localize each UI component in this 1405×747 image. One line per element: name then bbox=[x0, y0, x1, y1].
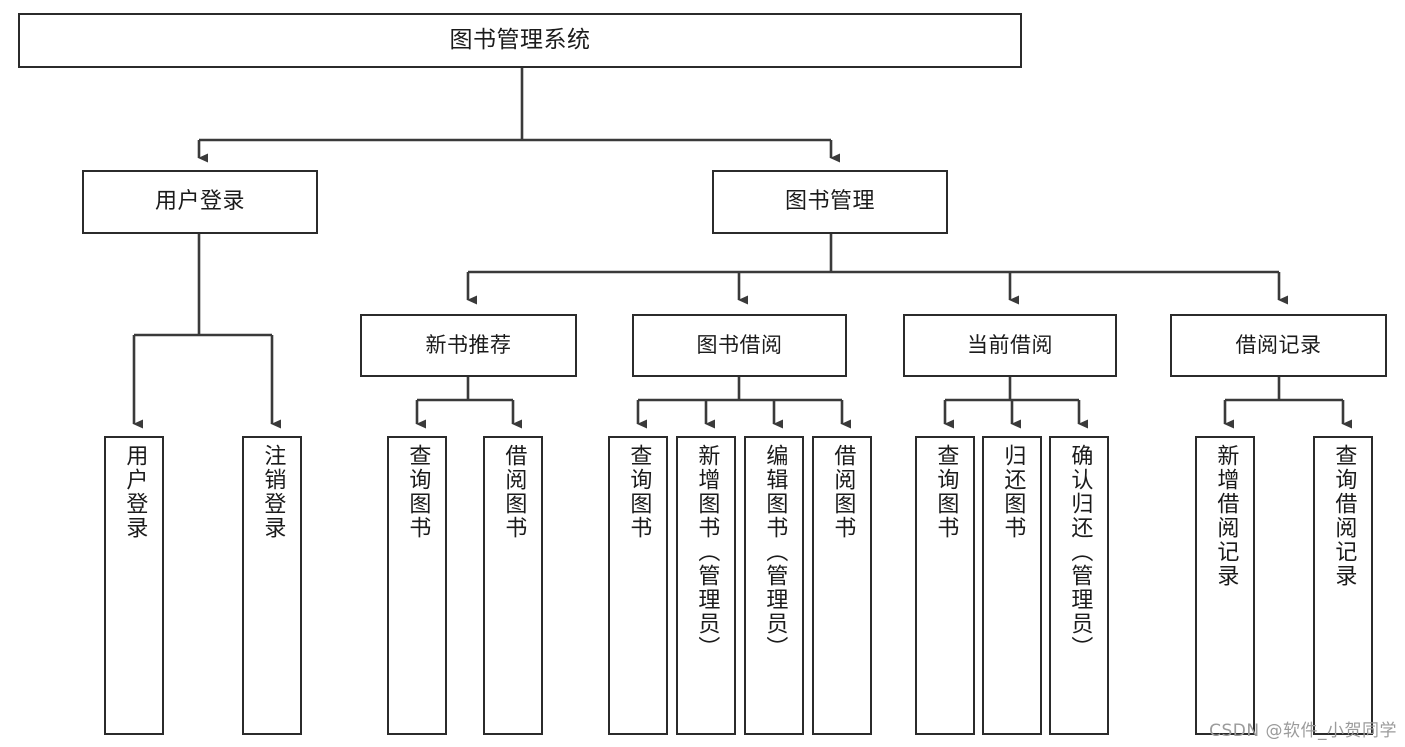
node-root-system[interactable]: 图书管理系统 bbox=[18, 13, 1022, 68]
leaf-record-add[interactable]: 新增借阅记录 bbox=[1195, 436, 1255, 735]
node-book-borrow[interactable]: 图书借阅 bbox=[632, 314, 847, 377]
node-label: 借阅记录 bbox=[1235, 333, 1322, 358]
node-label: 注销登录 bbox=[260, 444, 286, 540]
node-label: 查询借阅记录 bbox=[1331, 444, 1357, 588]
node-label: 图书管理 bbox=[784, 189, 875, 215]
leaf-borrow-query-book[interactable]: 查询图书 bbox=[608, 436, 668, 735]
node-label: 借阅图书 bbox=[501, 444, 527, 540]
leaf-borrow-borrow-book[interactable]: 借阅图书 bbox=[812, 436, 872, 735]
node-label: 新增借阅记录 bbox=[1213, 444, 1239, 588]
leaf-borrow-edit-book[interactable]: 编辑图书（管理员） bbox=[744, 436, 804, 735]
leaf-current-query-book[interactable]: 查询图书 bbox=[915, 436, 975, 735]
node-label: 图书借阅 bbox=[696, 333, 783, 358]
node-borrow-record[interactable]: 借阅记录 bbox=[1170, 314, 1387, 377]
node-label: 图书管理系统 bbox=[449, 26, 591, 53]
node-new-book-recommend[interactable]: 新书推荐 bbox=[360, 314, 577, 377]
leaf-current-confirm-return[interactable]: 确认归还（管理员） bbox=[1049, 436, 1109, 735]
leaf-new-book-query[interactable]: 查询图书 bbox=[387, 436, 447, 735]
node-label: 查询图书 bbox=[405, 444, 431, 540]
leaf-new-book-borrow[interactable]: 借阅图书 bbox=[483, 436, 543, 735]
node-label: 新书推荐 bbox=[425, 333, 512, 358]
node-label: 编辑图书（管理员） bbox=[762, 444, 788, 660]
watermark: CSDN @软件_小贺同学 bbox=[1209, 721, 1397, 741]
leaf-current-return-book[interactable]: 归还图书 bbox=[982, 436, 1042, 735]
node-label: 新增图书（管理员） bbox=[694, 444, 720, 660]
node-label: 当前借阅 bbox=[967, 333, 1053, 358]
node-label: 借阅图书 bbox=[830, 444, 856, 540]
node-user-login[interactable]: 用户登录 bbox=[82, 170, 318, 234]
leaf-user-login-signout[interactable]: 注销登录 bbox=[242, 436, 302, 735]
node-label: 查询图书 bbox=[933, 444, 959, 540]
node-label: 查询图书 bbox=[626, 444, 652, 540]
leaf-user-login-signin[interactable]: 用户登录 bbox=[104, 436, 164, 735]
leaf-record-query[interactable]: 查询借阅记录 bbox=[1313, 436, 1373, 735]
node-label: 确认归还（管理员） bbox=[1067, 444, 1093, 660]
leaf-borrow-add-book[interactable]: 新增图书（管理员） bbox=[676, 436, 736, 735]
node-book-management[interactable]: 图书管理 bbox=[712, 170, 948, 234]
node-current-borrow[interactable]: 当前借阅 bbox=[903, 314, 1117, 377]
node-label: 用户登录 bbox=[122, 444, 148, 540]
node-label: 归还图书 bbox=[1000, 444, 1026, 540]
node-label: 用户登录 bbox=[154, 189, 245, 215]
